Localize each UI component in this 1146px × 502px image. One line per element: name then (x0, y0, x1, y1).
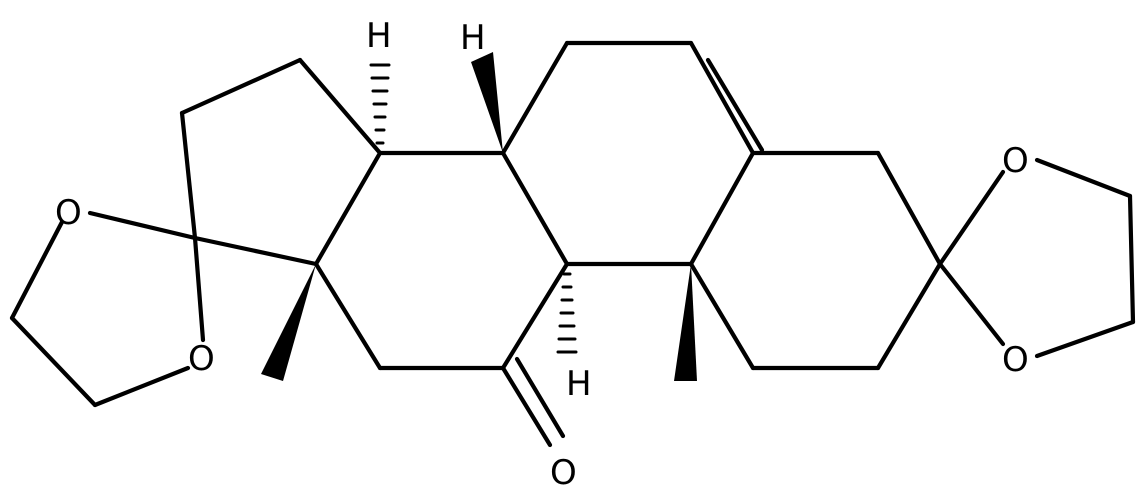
bond (500, 365, 553, 448)
wedge-bond-methyl-left (261, 264, 316, 381)
bond (313, 261, 383, 371)
bond (9, 219, 65, 321)
bond (937, 169, 1006, 267)
ketone-group (500, 356, 566, 448)
oxygen-label-ketone: O (550, 453, 577, 493)
bond (688, 40, 756, 156)
stereo-bonds (261, 52, 697, 381)
bond (87, 210, 198, 241)
bond (688, 261, 756, 371)
bond (9, 315, 98, 408)
bond (1034, 157, 1133, 199)
bond (875, 150, 943, 267)
dioxolane-left (9, 210, 206, 408)
bond (875, 261, 943, 371)
hydrogen-label-top-left: H (366, 16, 392, 56)
oxygen-label-right-upper: O (1002, 141, 1029, 181)
bond (297, 57, 383, 156)
oxygen-label-left-lower: O (188, 339, 215, 379)
dioxolane-right (937, 157, 1136, 359)
wedge-bond-methyl-right (674, 264, 697, 381)
ring-bonds (179, 40, 943, 371)
bond (192, 235, 206, 343)
hash-bond-h-bottom (556, 272, 578, 354)
bond (937, 261, 1006, 347)
oxygen-label-left-upper: O (55, 193, 82, 233)
bond (688, 150, 756, 267)
bond (1127, 193, 1136, 325)
atom-labels: H H H O O O O O (55, 16, 1029, 493)
bond (192, 235, 319, 267)
hash-bond-h-top-left (369, 63, 391, 145)
bond (179, 57, 303, 116)
bond (500, 40, 570, 156)
oxygen-label-right-lower: O (1002, 340, 1029, 380)
bond (500, 150, 570, 267)
wedge-bond-h-top-right (471, 52, 503, 153)
bond (500, 261, 570, 371)
hydrogen-label-bottom: H (566, 364, 592, 404)
bond (514, 356, 566, 439)
bond (313, 150, 383, 267)
bond (1034, 319, 1136, 359)
bond (179, 110, 198, 241)
hydrogen-label-top-right: H (460, 18, 486, 58)
bond (705, 57, 765, 153)
bond (92, 365, 191, 408)
